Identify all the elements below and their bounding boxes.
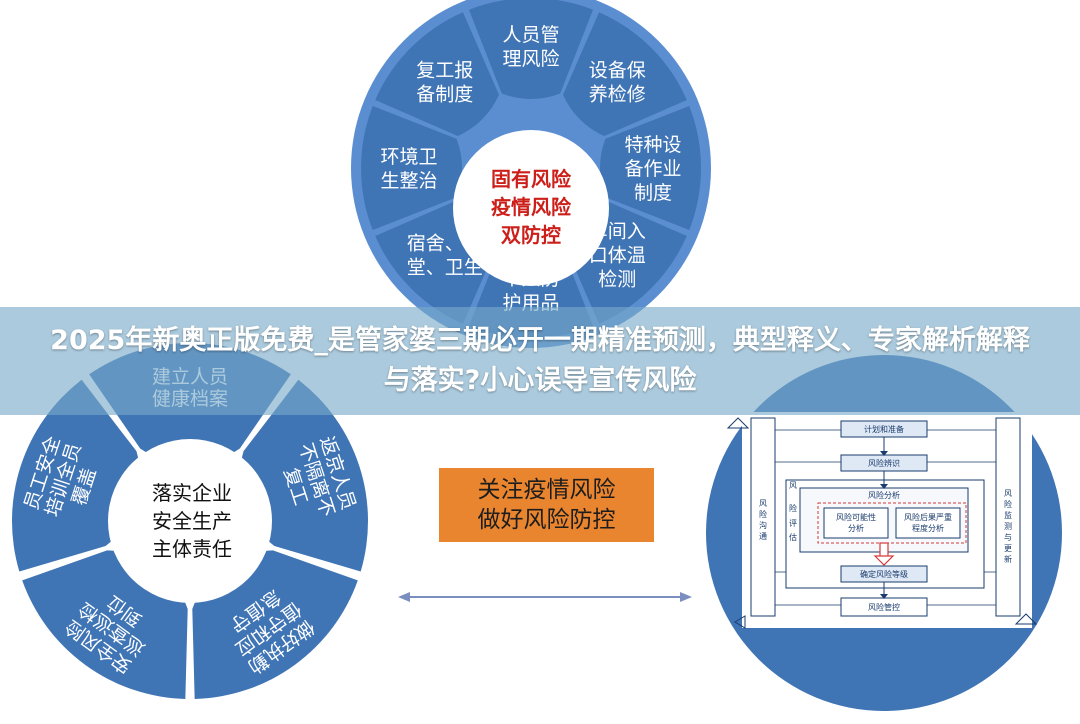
top-wheel-segment-label: 检测: [598, 268, 636, 290]
sub-severity-line-1: 风险后果严重: [904, 512, 952, 522]
sub-likelihood-line-1: 风险可能性: [836, 512, 876, 522]
left-wheel-center-line-3: 主体责任: [152, 537, 232, 561]
focus-risk-line-2: 做好风险防控: [477, 507, 616, 533]
left-wheel-center-disc: [108, 439, 272, 603]
top-wheel-segment: [468, 0, 594, 99]
step-level-label: 确定风险等级: [860, 569, 908, 579]
top-wheel-segment-label: 制度: [634, 182, 672, 204]
top-wheel-segment: [375, 12, 499, 136]
double-arrow: [398, 592, 692, 602]
step-plan-label: 计划和准备: [864, 424, 904, 434]
top-wheel-segment-label: 备作业: [624, 158, 681, 180]
top-wheel-center-line-2: 疫情风险: [491, 195, 572, 219]
top-wheel-segment-label: 特种设: [624, 134, 681, 156]
flowchart-right-label: 风险监测与更新: [1004, 489, 1012, 564]
flowchart-left-text: 风险沟通: [759, 499, 767, 541]
top-wheel-segment-label: 堂、卫生: [407, 256, 483, 278]
title-banner: 2025年新奥正版免费_是管家婆三期必开一期精准预测，典型释义、专家解析解释与落…: [0, 307, 1080, 415]
flowchart-corner-mark: [1014, 613, 1038, 625]
step-analysis-label: 风险分析: [868, 490, 900, 500]
flowchart-corner-mark: [726, 417, 750, 429]
sub-likelihood-box: [823, 507, 889, 539]
flowchart-right-text: 风险监测与更新: [1004, 489, 1012, 564]
risk-assessment-side-char: 风: [789, 481, 797, 490]
top-wheel-center-line-1: 固有风险: [491, 167, 572, 191]
banner-title: 2025年新奥正版免费_是管家婆三期必开一期精准预测，典型释义、专家解析解释与落…: [50, 325, 1030, 396]
step-identify-label: 风险辨识: [868, 458, 900, 468]
focus-risk-box: 关注疫情风险 做好风险防控: [439, 468, 654, 542]
top-wheel-segment: [599, 105, 702, 231]
sub-severity-line-2: 程度分析: [912, 523, 944, 533]
left-wheel: 建立人员健康档案返京人员不隔离不复工做好执勤值守和应急值守安全风险巡查巡检到位员…: [11, 343, 369, 699]
risk-assessment-side-char: 估: [789, 532, 797, 542]
left-wheel-segment: [11, 379, 141, 572]
top-wheel-segment-label: 备制度: [416, 84, 473, 106]
flowchart-step-arrows: [880, 437, 888, 599]
top-wheel-segment: [361, 105, 463, 231]
step-control-label: 风险管控: [868, 602, 900, 612]
flowchart-corner-mark: [734, 615, 746, 629]
sub-likelihood-line-2: 分析: [848, 523, 864, 533]
top-wheel-segment-label: 口体温: [589, 244, 646, 266]
left-wheel-center-line-1: 落实企业: [152, 481, 232, 505]
top-wheel: 人员管理风险设备保养检修特种设备作业制度车间入口体温检测个人防护用品宿舍、食堂、…: [351, 0, 711, 348]
focus-risk-line-1: 关注疫情风险: [477, 477, 616, 503]
flowchart-left-label: 风险沟通: [759, 499, 767, 541]
top-wheel-segment-label: 人员管: [502, 24, 559, 46]
top-wheel-segment: [563, 12, 687, 136]
top-wheel-center-line-3: 双防控: [501, 223, 561, 247]
left-wheel-segments: 建立人员健康档案返京人员不隔离不复工做好执勤值守和应急值守安全风险巡查巡检到位员…: [11, 343, 369, 699]
top-wheel-segment-label: 养检修: [589, 84, 646, 106]
risk-assessment-side-char: 评: [789, 519, 797, 528]
analysis-highlight-border: [817, 502, 967, 544]
risk-assessment-side-char: 险: [789, 503, 797, 513]
top-wheel-segment-label: 环境卫: [380, 146, 437, 168]
top-wheel-segment-label: 设备保: [589, 60, 646, 82]
top-wheel-segment-label: 理风险: [502, 48, 559, 70]
sub-severity-box: [895, 507, 961, 539]
top-wheel-center-disc: [453, 130, 609, 286]
analysis-to-level-arrow: [873, 542, 895, 566]
flowchart-left-column: [750, 417, 776, 617]
left-wheel-segment: [239, 379, 369, 572]
top-wheel-segment-label: 生整治: [380, 170, 437, 192]
flowchart-right-column: [995, 417, 1021, 617]
top-wheel-segment-label: 复工报: [416, 60, 473, 82]
left-wheel-center-line-2: 安全生产: [152, 509, 232, 533]
